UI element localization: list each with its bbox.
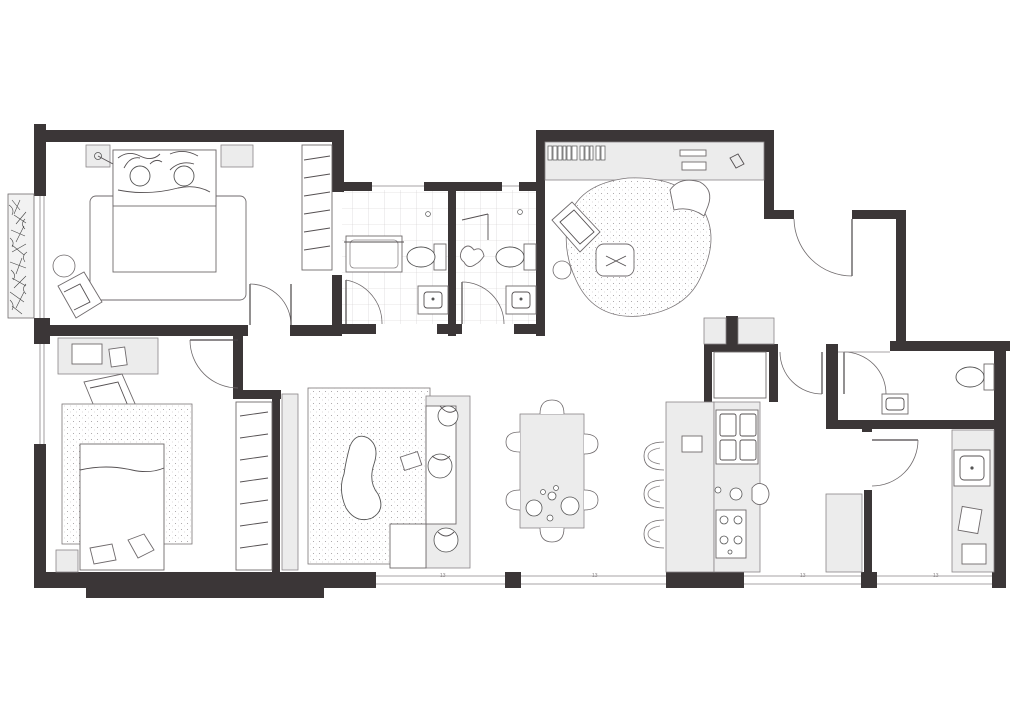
double-sink (715, 409, 759, 465)
cushion (433, 527, 459, 553)
windows: 13 13 13 13 (39, 185, 992, 585)
dining (505, 399, 665, 549)
office-chair (669, 179, 711, 217)
desk (544, 141, 765, 181)
laundry (871, 429, 995, 573)
side-table (52, 254, 76, 278)
bathroom-2 (459, 209, 537, 325)
cushion (427, 453, 453, 479)
washing-machine (957, 505, 983, 535)
side-table (552, 260, 572, 280)
lamp-icon (94, 152, 102, 160)
drain-icon (425, 211, 431, 217)
window-mark: 13 (800, 573, 806, 579)
notebook (108, 346, 128, 368)
keyboard (681, 161, 707, 171)
study (544, 141, 853, 317)
pillow (89, 543, 117, 565)
drain-icon (517, 209, 523, 215)
pillow (127, 533, 155, 559)
pillow (129, 165, 151, 187)
bathtub (345, 235, 403, 273)
dining-chairs (505, 399, 599, 543)
monitor (679, 149, 707, 157)
kitchen (665, 317, 863, 573)
book (399, 450, 423, 472)
toilet-tank (433, 243, 447, 271)
rug (565, 177, 712, 317)
toilet (955, 366, 985, 388)
bath-mat (459, 245, 485, 267)
books (547, 145, 606, 161)
toilet-tank (523, 243, 537, 271)
pillow (173, 165, 195, 187)
living-room (281, 387, 471, 571)
cushion (437, 405, 459, 427)
wardrobe (301, 144, 333, 271)
kettle (751, 483, 770, 505)
pantry-shelf (713, 351, 767, 399)
wardrobe (235, 401, 273, 571)
bar-stools (643, 441, 665, 549)
window-mark: 13 (592, 573, 598, 579)
wc (838, 351, 995, 415)
window-mark: 13 (440, 573, 446, 579)
dryer (961, 543, 987, 565)
window-mark: 13 (933, 573, 939, 579)
fridge (825, 493, 863, 573)
laptop (71, 343, 103, 365)
walls (34, 124, 1010, 598)
coffee-table (341, 435, 382, 521)
bedroom-1 (52, 144, 333, 326)
sink (881, 393, 909, 415)
nightstand (220, 144, 254, 168)
bedroom-2 (55, 337, 273, 573)
laptop (681, 435, 703, 453)
tv-unit (281, 393, 299, 571)
toilet (495, 246, 525, 268)
bathroom-1 (344, 211, 449, 325)
cooktop (715, 509, 747, 559)
armchair (57, 271, 103, 319)
nightstand (55, 549, 79, 573)
planter (7, 193, 35, 319)
toilet-tank (983, 363, 995, 391)
toilet (406, 246, 436, 268)
kitchen-island (665, 401, 715, 573)
